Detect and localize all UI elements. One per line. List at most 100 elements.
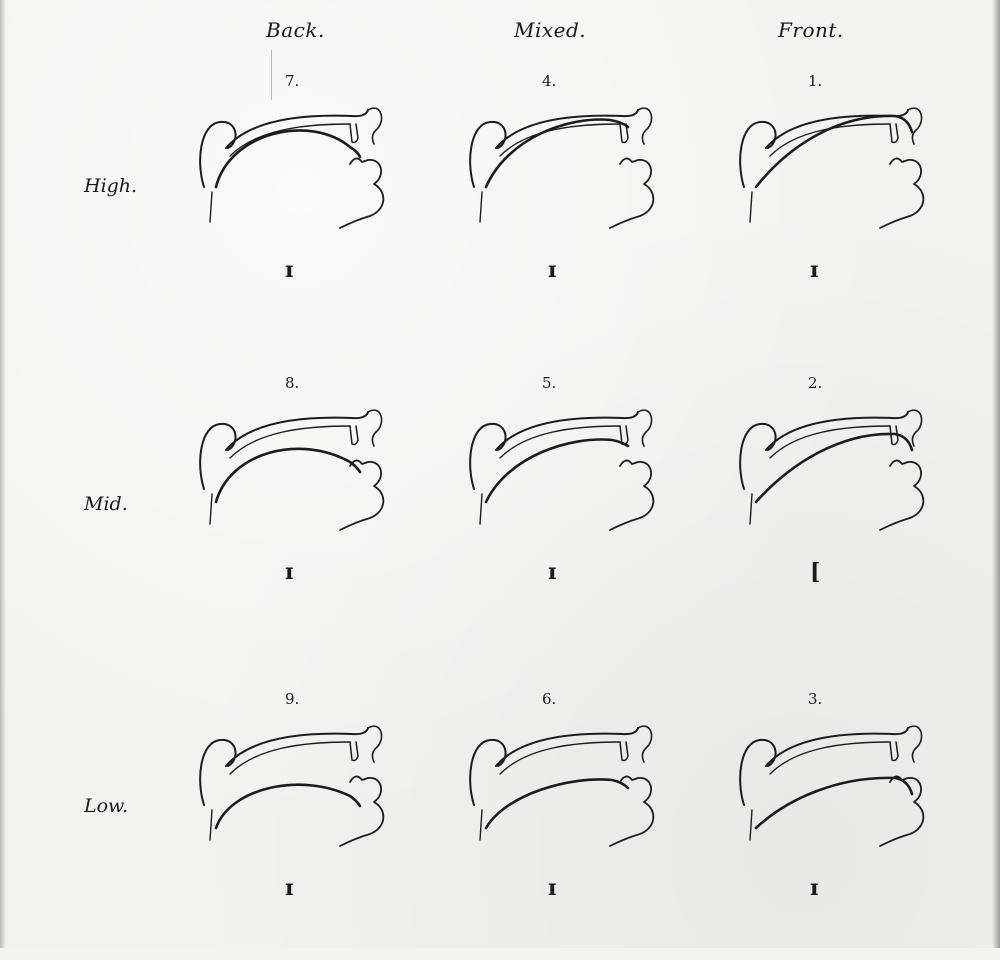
throat-line (749, 809, 753, 841)
page-left-edge (0, 0, 6, 948)
row-label-high: High. (84, 175, 138, 197)
palate-inner-line (229, 425, 351, 459)
palate-inner-line (499, 123, 621, 157)
vowel-symbol: ɪ (285, 875, 294, 901)
palate-outline (765, 727, 909, 767)
column-header-mixed: Mixed. (514, 18, 587, 42)
upper-teeth (349, 425, 359, 446)
upper-lip (907, 409, 923, 447)
vowel-cell-7: 7. ɪ (190, 72, 450, 342)
tongue-mixed-mid (484, 438, 630, 504)
row-label-low: Low. (84, 795, 129, 817)
tongue-back-high (214, 129, 362, 189)
cell-number: 4. (542, 72, 557, 90)
tongue-front-high (754, 114, 914, 189)
vowel-symbol: ɪ (285, 559, 294, 585)
mouth-section-drawing (469, 725, 655, 847)
pharynx-curve (739, 422, 777, 490)
cell-number: 9. (285, 690, 300, 708)
throat-line (209, 191, 213, 223)
vowel-cell-3: 3. ɪ (730, 690, 990, 960)
upper-teeth (349, 741, 359, 762)
palate-outline (225, 411, 369, 451)
vowel-cell-6: 6. ɪ (460, 690, 720, 960)
upper-lip (907, 725, 923, 763)
vowel-cell-8: 8. ɪ (190, 374, 450, 644)
palate-inner-line (499, 741, 621, 775)
pharynx-curve (199, 120, 237, 188)
cell-number: 8. (285, 374, 300, 392)
throat-line (209, 493, 213, 525)
lower-lip-chin (879, 775, 925, 847)
mouth-section-drawing (199, 725, 385, 847)
tongue-front-mid (754, 432, 914, 504)
mouth-section-drawing (739, 107, 925, 229)
fold-mark (271, 50, 272, 100)
pharynx-curve (469, 738, 507, 806)
tongue-mixed-high (484, 118, 630, 189)
palate-outline (225, 109, 369, 149)
upper-lip (637, 725, 653, 763)
vowel-cell-2: 2.[ (730, 374, 990, 644)
lower-lip-chin (609, 157, 655, 229)
pharynx-curve (739, 120, 777, 188)
lower-lip-chin (339, 157, 385, 229)
cell-number: 5. (542, 374, 557, 392)
tongue-mixed-low (484, 778, 630, 830)
throat-line (479, 493, 483, 525)
page-right-edge (992, 0, 1000, 948)
throat-line (749, 191, 753, 223)
lower-lip-chin (339, 459, 385, 531)
upper-teeth (619, 741, 629, 762)
pharynx-curve (739, 738, 777, 806)
tongue-back-mid (214, 447, 362, 504)
palate-inner-line (499, 425, 621, 459)
upper-teeth (889, 741, 899, 762)
mouth-section-drawing (469, 409, 655, 531)
vowel-symbol: [ (810, 559, 821, 585)
row-label-mid: Mid. (84, 493, 128, 515)
mouth-section-drawing (199, 107, 385, 229)
upper-lip (637, 107, 653, 145)
vowel-symbol: ɪ (548, 559, 557, 585)
vowel-cell-1: 1. ɪ (730, 72, 990, 342)
palate-inner-line (769, 425, 891, 459)
vowel-cell-4: 4. ɪ (460, 72, 720, 342)
upper-teeth (349, 123, 359, 144)
upper-lip (367, 409, 383, 447)
pharynx-curve (199, 422, 237, 490)
vowel-symbol: ɪ (810, 875, 819, 901)
palate-outline (765, 411, 909, 451)
column-header-back: Back. (266, 18, 325, 42)
tongue-front-low (754, 776, 914, 830)
upper-lip (907, 107, 923, 145)
vowel-symbol: ɪ (548, 875, 557, 901)
mouth-section-drawing (199, 409, 385, 531)
palate-inner-line (769, 741, 891, 775)
vowel-symbol: ɪ (285, 257, 294, 283)
mouth-section-drawing (739, 409, 925, 531)
palate-outline (495, 727, 639, 767)
cell-number: 3. (808, 690, 823, 708)
throat-line (479, 809, 483, 841)
vowel-cell-5: 5. ɪ (460, 374, 720, 644)
pharynx-curve (199, 738, 237, 806)
palate-outline (495, 411, 639, 451)
mouth-section-drawing (469, 107, 655, 229)
lower-lip-chin (609, 459, 655, 531)
cell-number: 7. (285, 72, 300, 90)
upper-lip (367, 107, 383, 145)
upper-teeth (889, 425, 899, 446)
palate-inner-line (229, 741, 351, 775)
palate-inner-line (769, 123, 891, 157)
upper-teeth (619, 123, 629, 144)
vowel-symbol: ɪ (810, 257, 819, 283)
throat-line (209, 809, 213, 841)
throat-line (479, 191, 483, 223)
cell-number: 6. (542, 690, 557, 708)
palate-outline (225, 727, 369, 767)
cell-number: 1. (808, 72, 823, 90)
vowel-symbol: ɪ (548, 257, 557, 283)
lower-lip-chin (879, 157, 925, 229)
